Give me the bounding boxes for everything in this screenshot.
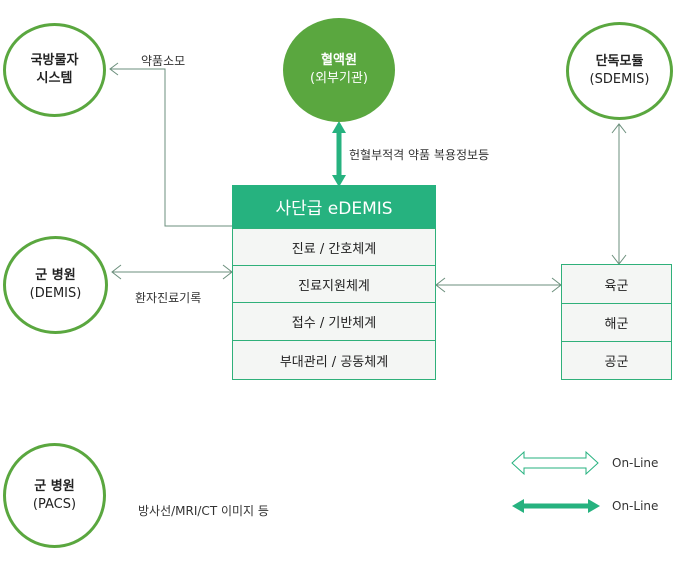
edemis-title: 사단급 eDEMIS bbox=[232, 185, 436, 228]
node-sublabel: (SDEMIS) bbox=[589, 72, 650, 87]
legend-outline-label: On-Line bbox=[612, 456, 659, 470]
army-hospital-pacs-node: 군 병원 (PACS) bbox=[3, 443, 106, 548]
branch-airforce: 공군 bbox=[561, 341, 672, 380]
node-label: 군 병원 bbox=[34, 478, 75, 494]
drug-consumption-connector bbox=[110, 68, 233, 227]
blood-arrowhead-top bbox=[332, 121, 346, 133]
edemis-row: 부대관리 / 공동체계 bbox=[232, 340, 436, 380]
edemis-row: 진료지원체계 bbox=[232, 265, 436, 303]
node-sublabel: (DEMIS) bbox=[29, 286, 82, 301]
legend-solid-arrow bbox=[512, 499, 600, 513]
national-material-system-node: 국방물자 시스템 bbox=[3, 23, 106, 117]
military-branches: 육군 해군 공군 bbox=[561, 264, 672, 380]
patient-records-label: 환자진료기록 bbox=[135, 291, 202, 305]
node-label: 국방물자 bbox=[30, 53, 79, 68]
blood-center-node: 혈액원 (외부기관) bbox=[283, 18, 395, 122]
branch-navy: 해군 bbox=[561, 303, 672, 342]
legend-outline-arrow bbox=[511, 450, 599, 476]
edemis-row: 진료 / 간호체계 bbox=[232, 228, 436, 266]
patient-records-arrowhead-left bbox=[111, 264, 122, 280]
node-label: 혈액원 bbox=[321, 53, 357, 68]
standalone-module-node: 단독모듈 (SDEMIS) bbox=[566, 22, 673, 120]
drug-consumption-label: 약품소모 bbox=[141, 54, 186, 68]
node-sublabel: (PACS) bbox=[32, 496, 77, 512]
army-hospital-demis-node: 군 병원 (DEMIS) bbox=[3, 236, 108, 334]
edemis-row: 접수 / 기반체계 bbox=[232, 302, 436, 341]
node-label: 군 병원 bbox=[35, 268, 76, 283]
node-label: 시스템 bbox=[36, 71, 73, 86]
legend-solid-label: On-Line bbox=[612, 499, 659, 513]
standalone-arrowhead-top bbox=[611, 123, 627, 134]
edemis-system: 사단급 eDEMIS 진료 / 간호체계 진료지원체계 접수 / 기반체계 부대… bbox=[232, 185, 436, 380]
branch-army: 육군 bbox=[561, 264, 672, 304]
drug-consumption-arrowhead bbox=[109, 62, 119, 76]
node-label: 단독모듈 bbox=[595, 54, 644, 69]
blood-info-label: 헌혈부적격 약품 복용정보등 bbox=[349, 148, 490, 162]
branch-arrowhead-left bbox=[435, 277, 446, 293]
node-sublabel: (외부기관) bbox=[310, 71, 368, 86]
imaging-label: 방사선/MRI/CT 이미지 등 bbox=[138, 504, 269, 518]
blood-arrowhead-bottom bbox=[332, 175, 346, 187]
